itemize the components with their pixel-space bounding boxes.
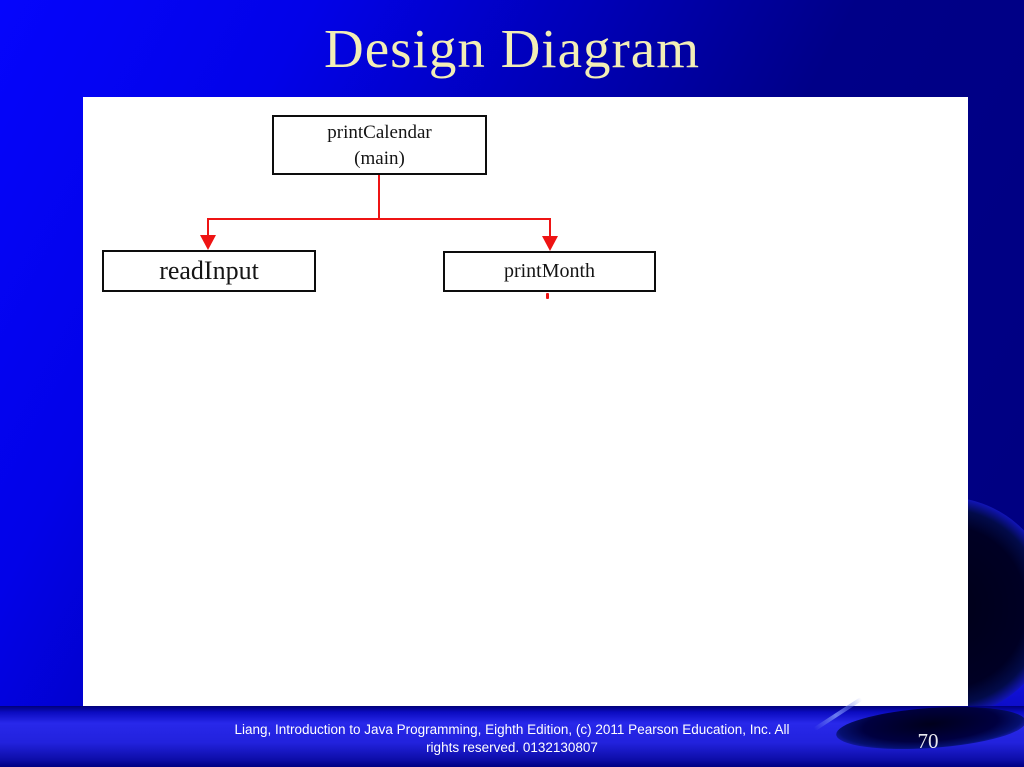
footer-line-1: Liang, Introduction to Java Programming,…	[234, 722, 790, 737]
node-readinput: readInput	[102, 250, 316, 292]
node-label: printMonth	[503, 260, 596, 282]
node-sublabel: (main)	[354, 148, 405, 169]
footer-line-2: rights reserved. 0132130807	[426, 740, 598, 755]
footer-copyright: Liang, Introduction to Java Programming,…	[0, 721, 1024, 757]
connector-stem	[378, 175, 380, 219]
page-number: 70	[917, 729, 939, 753]
connector-crossbar	[208, 218, 551, 220]
connector-drop-left	[207, 218, 209, 237]
slide-title: Design Diagram	[324, 18, 700, 79]
node-label: readInput	[159, 256, 259, 285]
arrowhead-to-printmonth-icon	[542, 236, 558, 251]
connector-stub-dot	[546, 293, 549, 299]
arrowhead-to-readinput-icon	[200, 235, 216, 250]
node-printcalendar-main: printCalendar (main)	[272, 115, 487, 175]
node-printmonth: printMonth	[443, 251, 656, 292]
connector-drop-right	[549, 218, 551, 237]
content-panel: printCalendar (main) readInput printMont…	[83, 97, 968, 706]
node-label: printCalendar	[327, 122, 432, 143]
